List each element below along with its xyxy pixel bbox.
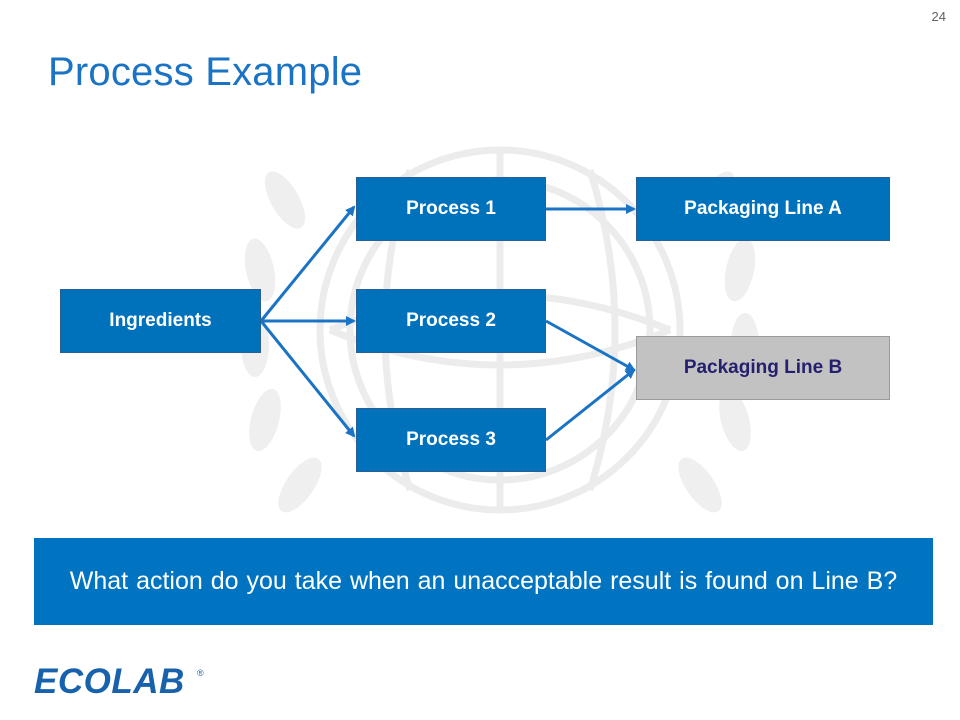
question-banner: What action do you take when an unaccept… [34,538,933,625]
arrow-ingredients-to-process-3 [259,320,356,438]
arrow-ingredients-to-process-1 [259,205,356,322]
arrow-process-2-to-packaging-line-b [545,319,636,372]
ecolab-logo: ECOLAB ® [34,664,204,700]
registered-mark: ® [197,668,204,678]
arrow-process-3-to-packaging-line-b [545,368,636,442]
node-process-1: Process 1 [356,177,546,241]
node-packaging-line-a: Packaging Line A [636,177,890,241]
node-process-2: Process 2 [356,289,546,353]
logo-wordmark: ECOLAB [34,662,185,701]
node-packaging-line-b: Packaging Line B [636,336,890,400]
page-number: 24 [931,9,946,24]
node-process-3: Process 3 [356,408,546,472]
slide-title: Process Example [48,50,363,94]
node-ingredients: Ingredients [60,289,261,353]
